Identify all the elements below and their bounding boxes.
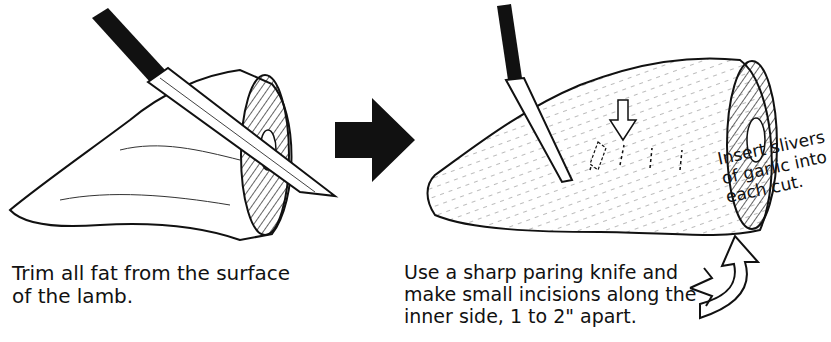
step-arrow [335,98,415,182]
knife-blade [506,78,572,182]
lamb-leg [428,58,772,235]
knife-handle [92,8,165,82]
caption-note: Trim all fat from the surface of the lam… [12,262,312,308]
knife-handle [497,4,522,80]
blade-edge [160,78,315,192]
small-arrow [610,100,636,140]
fold-line [60,146,240,205]
small-arrow [590,142,606,170]
caption-note: Use a sharp paring knife and make small … [404,262,724,328]
curved-arrow [700,236,758,318]
knife-blade [148,68,335,196]
